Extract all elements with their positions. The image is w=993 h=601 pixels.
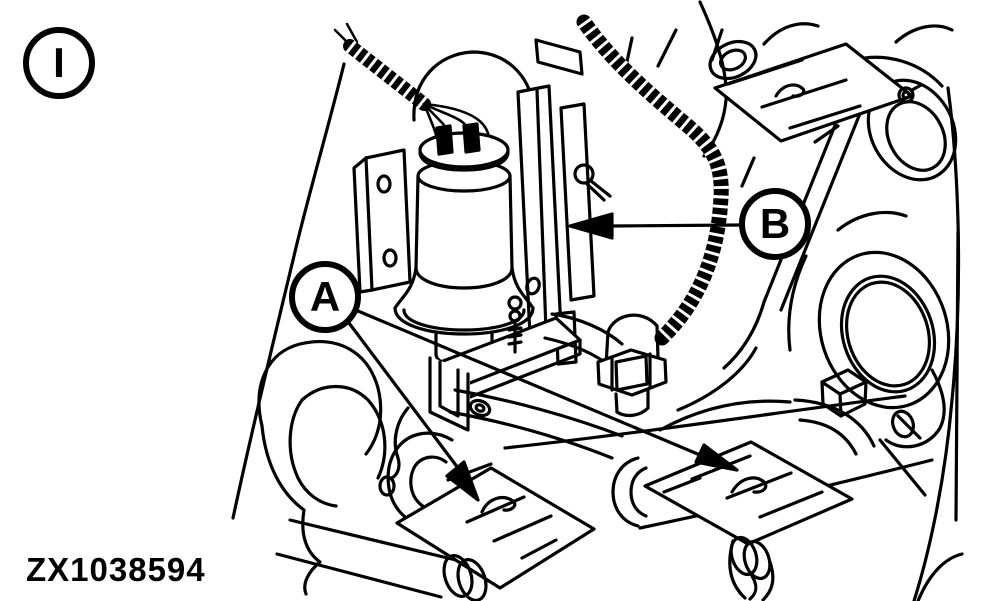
id-tag-left — [395, 462, 596, 590]
cotter-pin — [573, 163, 612, 202]
id-tag-right — [643, 440, 854, 546]
leader-line-a1 — [347, 321, 460, 470]
corrugated-hose — [576, 14, 729, 346]
arrowhead-b — [568, 212, 614, 240]
callout-i-label: I — [53, 39, 65, 86]
callout-b: B — [739, 188, 811, 260]
leader-line-a2 — [356, 309, 702, 457]
callout-leaders — [347, 212, 742, 502]
solenoid-valve — [352, 38, 624, 460]
elbow-fitting — [596, 313, 668, 418]
arrowhead-a1 — [445, 460, 480, 502]
leader-line-b — [610, 223, 742, 228]
machine-body — [623, 0, 964, 601]
electrical-connector — [418, 122, 510, 172]
tube-end-rings-right — [728, 535, 775, 601]
callout-i: I — [23, 27, 95, 99]
callout-b-label: B — [759, 200, 791, 247]
callout-a-label: A — [309, 273, 341, 320]
figure-code: ZX1038594 — [26, 551, 206, 588]
id-tag-top-right — [713, 42, 923, 143]
arrowhead-a2 — [694, 443, 739, 472]
callout-a: A — [289, 261, 361, 333]
tube-end-rings-left — [442, 554, 488, 601]
mounting-bracket-left — [352, 148, 412, 294]
mounting-bolt — [507, 295, 523, 354]
hex-nut — [596, 348, 668, 397]
machine-body-left — [231, 62, 458, 599]
solenoid-coil — [393, 159, 535, 368]
